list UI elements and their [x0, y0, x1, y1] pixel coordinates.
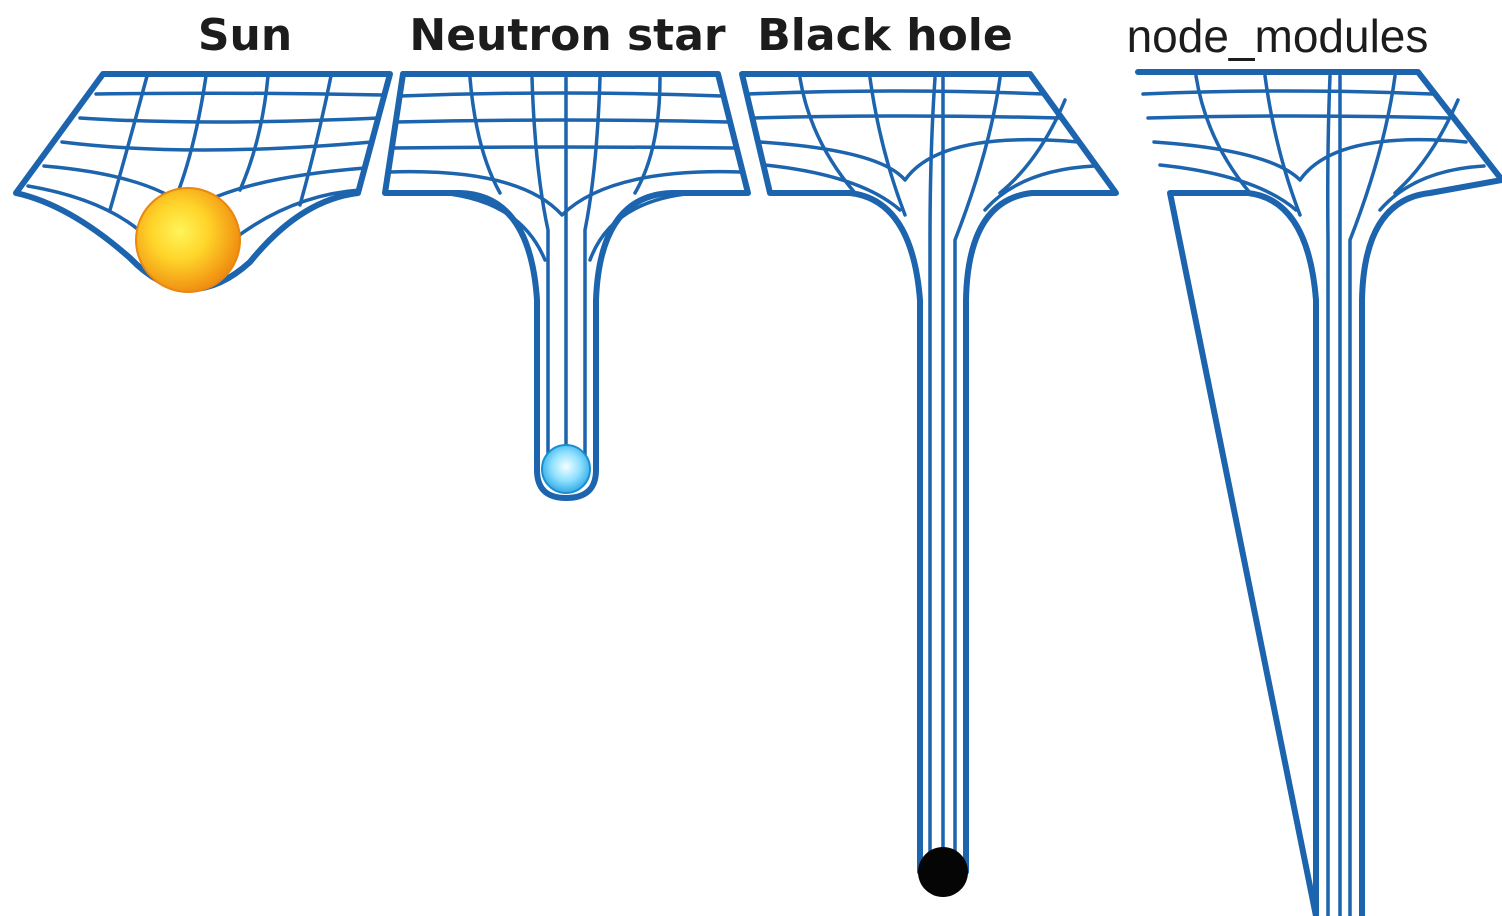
neutron-star-spacetime-grid	[382, 71, 751, 501]
black-hole-sphere	[918, 847, 968, 897]
neutron-star-sphere	[541, 444, 591, 494]
label-black-hole: Black hole	[757, 10, 1013, 61]
label-sun: Sun	[197, 10, 293, 61]
label-neutron-star: Neutron star	[409, 10, 726, 61]
black-hole-spacetime-grid	[739, 71, 1119, 875]
node-modules-spacetime-grid	[1135, 69, 1502, 916]
label-node-modules: node_modules	[1126, 10, 1429, 62]
sun-sphere	[135, 187, 241, 293]
